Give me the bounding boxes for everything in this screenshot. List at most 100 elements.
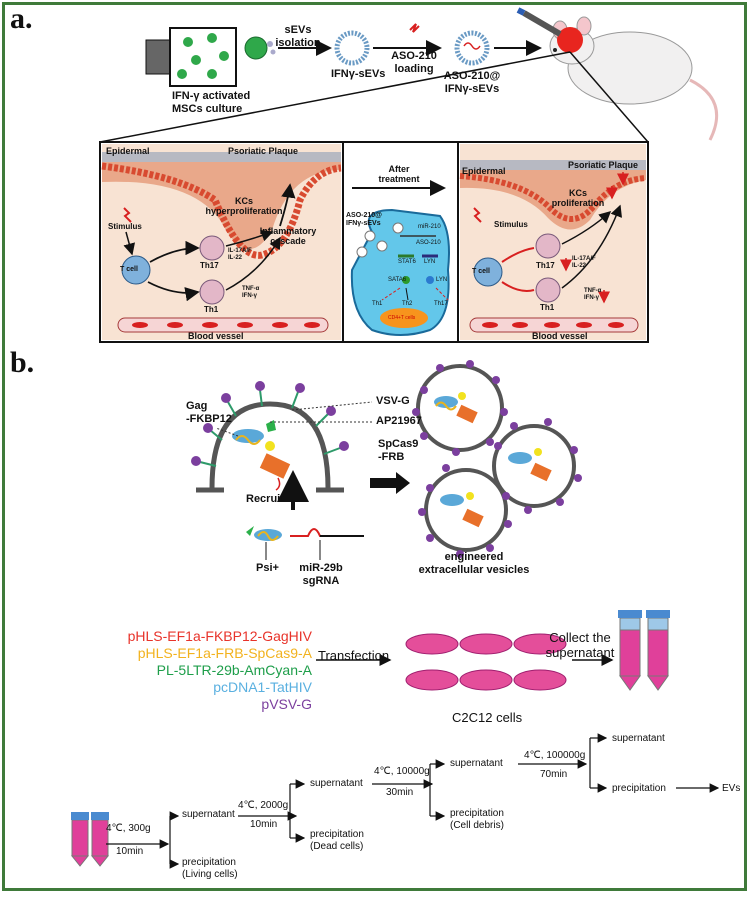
after-tnf: TNF-α (584, 288, 602, 294)
after-kcs-1: KCs (568, 188, 587, 198)
sev-label: IFNγ-sEVs (331, 68, 386, 80)
collect-label-1: Collect the (549, 630, 611, 645)
mid-lyn: LYN (424, 259, 436, 265)
collect-label-2: supernatant (545, 645, 615, 660)
aso-squiggle-icon (409, 23, 420, 33)
s2-super: supernatant (310, 778, 363, 789)
vsvg-label: VSV-G (376, 395, 410, 407)
loading-label-1: ASO-210 (391, 50, 437, 62)
mir29-label-1: miR-29b (299, 562, 343, 574)
mid-lyn2: LYN (436, 277, 448, 283)
sgrna-illustration (246, 526, 364, 560)
culture-dishes-illustration (405, 633, 567, 691)
s3-super: supernatant (450, 758, 503, 769)
before-epidermal: Epidermal (106, 146, 150, 156)
before-kcs-1: KCs (234, 196, 253, 206)
s2-time: 10min (250, 819, 278, 830)
after-treatment-1: After (388, 164, 410, 174)
s2-prec-2: (Dead cells) (310, 841, 364, 852)
engineered-ev-1 (412, 360, 508, 456)
mid-stat6: STAT6 (398, 259, 416, 265)
ev-arrow (370, 472, 410, 494)
syringe-icon (516, 7, 562, 37)
evs-label: EVs (722, 783, 741, 794)
s1-prec-2: (Living cells) (182, 869, 238, 880)
before-inflam-2: cascade (270, 236, 306, 246)
before-plaque: Psoriatic Plaque (228, 146, 299, 156)
mid-sata6: SATA6 (388, 277, 407, 283)
before-il17: IL-17A/F (228, 248, 252, 254)
mid-aso-2: IFNγ-sEVs (346, 220, 381, 227)
mir29-label-2: sgRNA (302, 575, 340, 587)
s2-cond: 4℃, 2000g (238, 800, 289, 811)
before-stimulus: Stimulus (108, 222, 142, 231)
plasmid-4: pcDNA1-TatHIV (213, 679, 312, 695)
loaded-sev-icon (454, 30, 490, 66)
plasmid-1: pHLS-EF1a-FKBP12-GagHIV (127, 628, 312, 644)
mid-th2: Th2 (402, 301, 413, 307)
after-epidermal: Epidermal (462, 166, 506, 176)
before-inflam-1: Inflammatory (259, 226, 317, 236)
mid-aso210: ASO-210 (416, 240, 441, 246)
s3-prec-1: precipitation (450, 808, 504, 819)
s1-prec-1: precipitation (182, 857, 236, 868)
loading-label-2: loading (394, 63, 434, 75)
after-il17: IL-17A/F (572, 256, 596, 262)
loaded-label-1: ASO-210@ (443, 70, 501, 82)
collection-tubes-icon (618, 610, 670, 691)
budding-vesicle-illustration (191, 381, 373, 493)
after-th17: Th17 (536, 261, 555, 270)
plasmid-5: pVSV-G (261, 696, 312, 712)
after-plaque: Psoriatic Plaque (568, 160, 639, 170)
plasmid-list: pHLS-EF1a-FKBP12-GagHIV pHLS-EF1a-FRB-Sp… (122, 628, 312, 713)
spcas-label-1: SpCas9 (378, 438, 419, 450)
s3-time: 30min (386, 787, 414, 798)
skin-before-illustration (101, 144, 342, 340)
isolation-label-2: isolation (275, 37, 321, 49)
after-treatment-2: treatment (378, 174, 420, 184)
s4-cond: 4℃, 100000g (524, 750, 586, 761)
after-ifn: IFN-γ (584, 295, 599, 301)
isolation-label-1: sEVs (284, 24, 312, 36)
mid-aso-1: ASO-210@ (346, 212, 383, 219)
before-th17: Th17 (200, 261, 219, 270)
s2-prec-1: precipitation (310, 829, 364, 840)
loaded-label-2: IFNγ-sEVs (444, 83, 500, 95)
s1-cond: 4℃, 300g (106, 823, 151, 834)
mechanism-illustration (350, 180, 450, 336)
plasmid-3: PL-5LTR-29b-AmCyan-A (156, 662, 312, 678)
mid-th17: Th17 (434, 301, 448, 307)
after-stimulus: Stimulus (494, 220, 528, 229)
s3-prec-2: (Cell debris) (450, 820, 504, 831)
skin-after-illustration (459, 144, 647, 340)
panel-a-graphics (99, 7, 719, 343)
culture-flask-icon (145, 27, 237, 87)
mouse-icon (549, 16, 719, 141)
mid-th1: Th1 (372, 301, 383, 307)
s1-time: 10min (116, 846, 144, 857)
sample-tubes-icon (70, 812, 110, 867)
after-th1: Th1 (540, 303, 555, 312)
s4-super: supernatant (612, 733, 665, 744)
before-ifn: IFN-γ (242, 293, 257, 299)
before-kcs-2: hyperproliferation (205, 206, 283, 216)
s3-cond: 4℃, 10000g (374, 766, 430, 777)
panel-b-letter: b. (10, 346, 35, 379)
s1-super: supernatant (182, 809, 235, 820)
msc-label-2: MSCs culture (172, 103, 243, 115)
centrifugation-flow (106, 733, 720, 869)
s4-prec: precipitation (612, 783, 666, 794)
msc-cell-icon (244, 36, 276, 60)
mid-cd4: CD4+T cells (388, 315, 416, 321)
msc-label-1: IFN-γ activated (172, 90, 251, 102)
ev-label-2: extracellular vesicles (418, 564, 530, 576)
panel-b-graphics (70, 360, 720, 869)
before-th1: Th1 (204, 305, 219, 314)
before-tnf: TNF-α (242, 286, 260, 292)
transfection-label: Transfection (318, 648, 390, 663)
panel-a-letter: a. (10, 2, 33, 35)
sev-icon (334, 30, 370, 66)
before-blood: Blood vessel (188, 331, 244, 341)
gag-label-1: Gag (186, 400, 208, 412)
